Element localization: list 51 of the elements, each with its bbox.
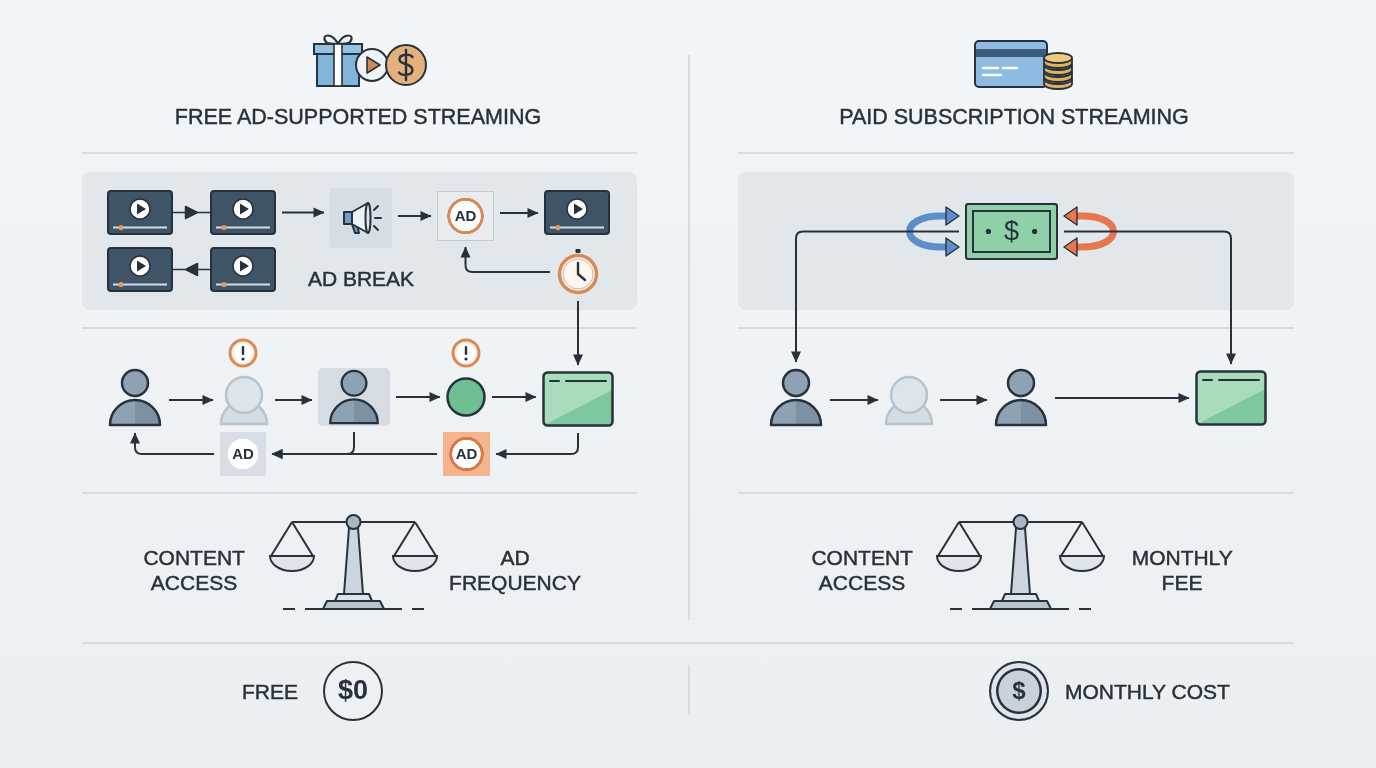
arrow <box>397 211 432 221</box>
arrow <box>573 300 583 366</box>
chevron-arrow <box>172 205 211 220</box>
price-badge: $0 <box>323 661 383 721</box>
arrow <box>130 432 215 455</box>
ad-tile: AD <box>437 191 494 241</box>
scale-label: CONTENT ACCESS <box>811 545 913 595</box>
scale-label: AD FREQUENCY <box>449 545 581 595</box>
person-icon <box>318 368 390 426</box>
arrow <box>395 392 441 402</box>
person-icon <box>107 368 163 427</box>
video-player-icon <box>210 247 276 292</box>
scale-label: CONTENT ACCESS <box>143 545 245 595</box>
caption-label: AD BREAK <box>307 265 415 291</box>
arrow <box>829 395 879 405</box>
price-label: MONTHLY COST <box>1065 678 1230 704</box>
window-icon <box>1195 370 1267 426</box>
section-heading: FREE AD-SUPPORTED STREAMING <box>174 104 542 130</box>
section-heading: PAID SUBSCRIPTION STREAMING <box>839 104 1189 130</box>
clock-icon <box>556 249 600 295</box>
arrow <box>281 207 325 218</box>
circle-icon <box>446 377 486 417</box>
arrow <box>491 392 537 402</box>
ad-tile: AD <box>443 432 490 476</box>
ad-tile: AD <box>220 432 266 476</box>
person-icon <box>884 374 934 426</box>
video-player-icon <box>210 190 276 235</box>
window-icon <box>542 371 614 427</box>
coin-badge: $ <box>989 661 1049 721</box>
arrow <box>939 395 988 405</box>
chevron-arrow <box>172 262 211 277</box>
arrow <box>460 246 551 273</box>
person-icon <box>768 368 824 427</box>
video-player-icon <box>544 190 610 235</box>
arrow <box>495 432 579 459</box>
megaphone-icon <box>330 188 392 248</box>
banknote: $ <box>965 203 1058 260</box>
arrow <box>1063 230 1236 365</box>
arrow <box>168 395 214 405</box>
video-player-icon <box>107 190 173 235</box>
price-label: FREE <box>242 678 298 704</box>
person-icon <box>993 368 1049 427</box>
scale-label: MONTHLY FEE <box>1131 545 1233 595</box>
arrow <box>1054 393 1190 403</box>
video-player-icon <box>107 247 173 292</box>
arrow <box>271 431 355 459</box>
arrow <box>274 395 313 405</box>
arrow <box>791 230 960 363</box>
person-icon <box>219 374 269 426</box>
curved-arrow <box>906 206 960 257</box>
arrow <box>499 208 539 218</box>
